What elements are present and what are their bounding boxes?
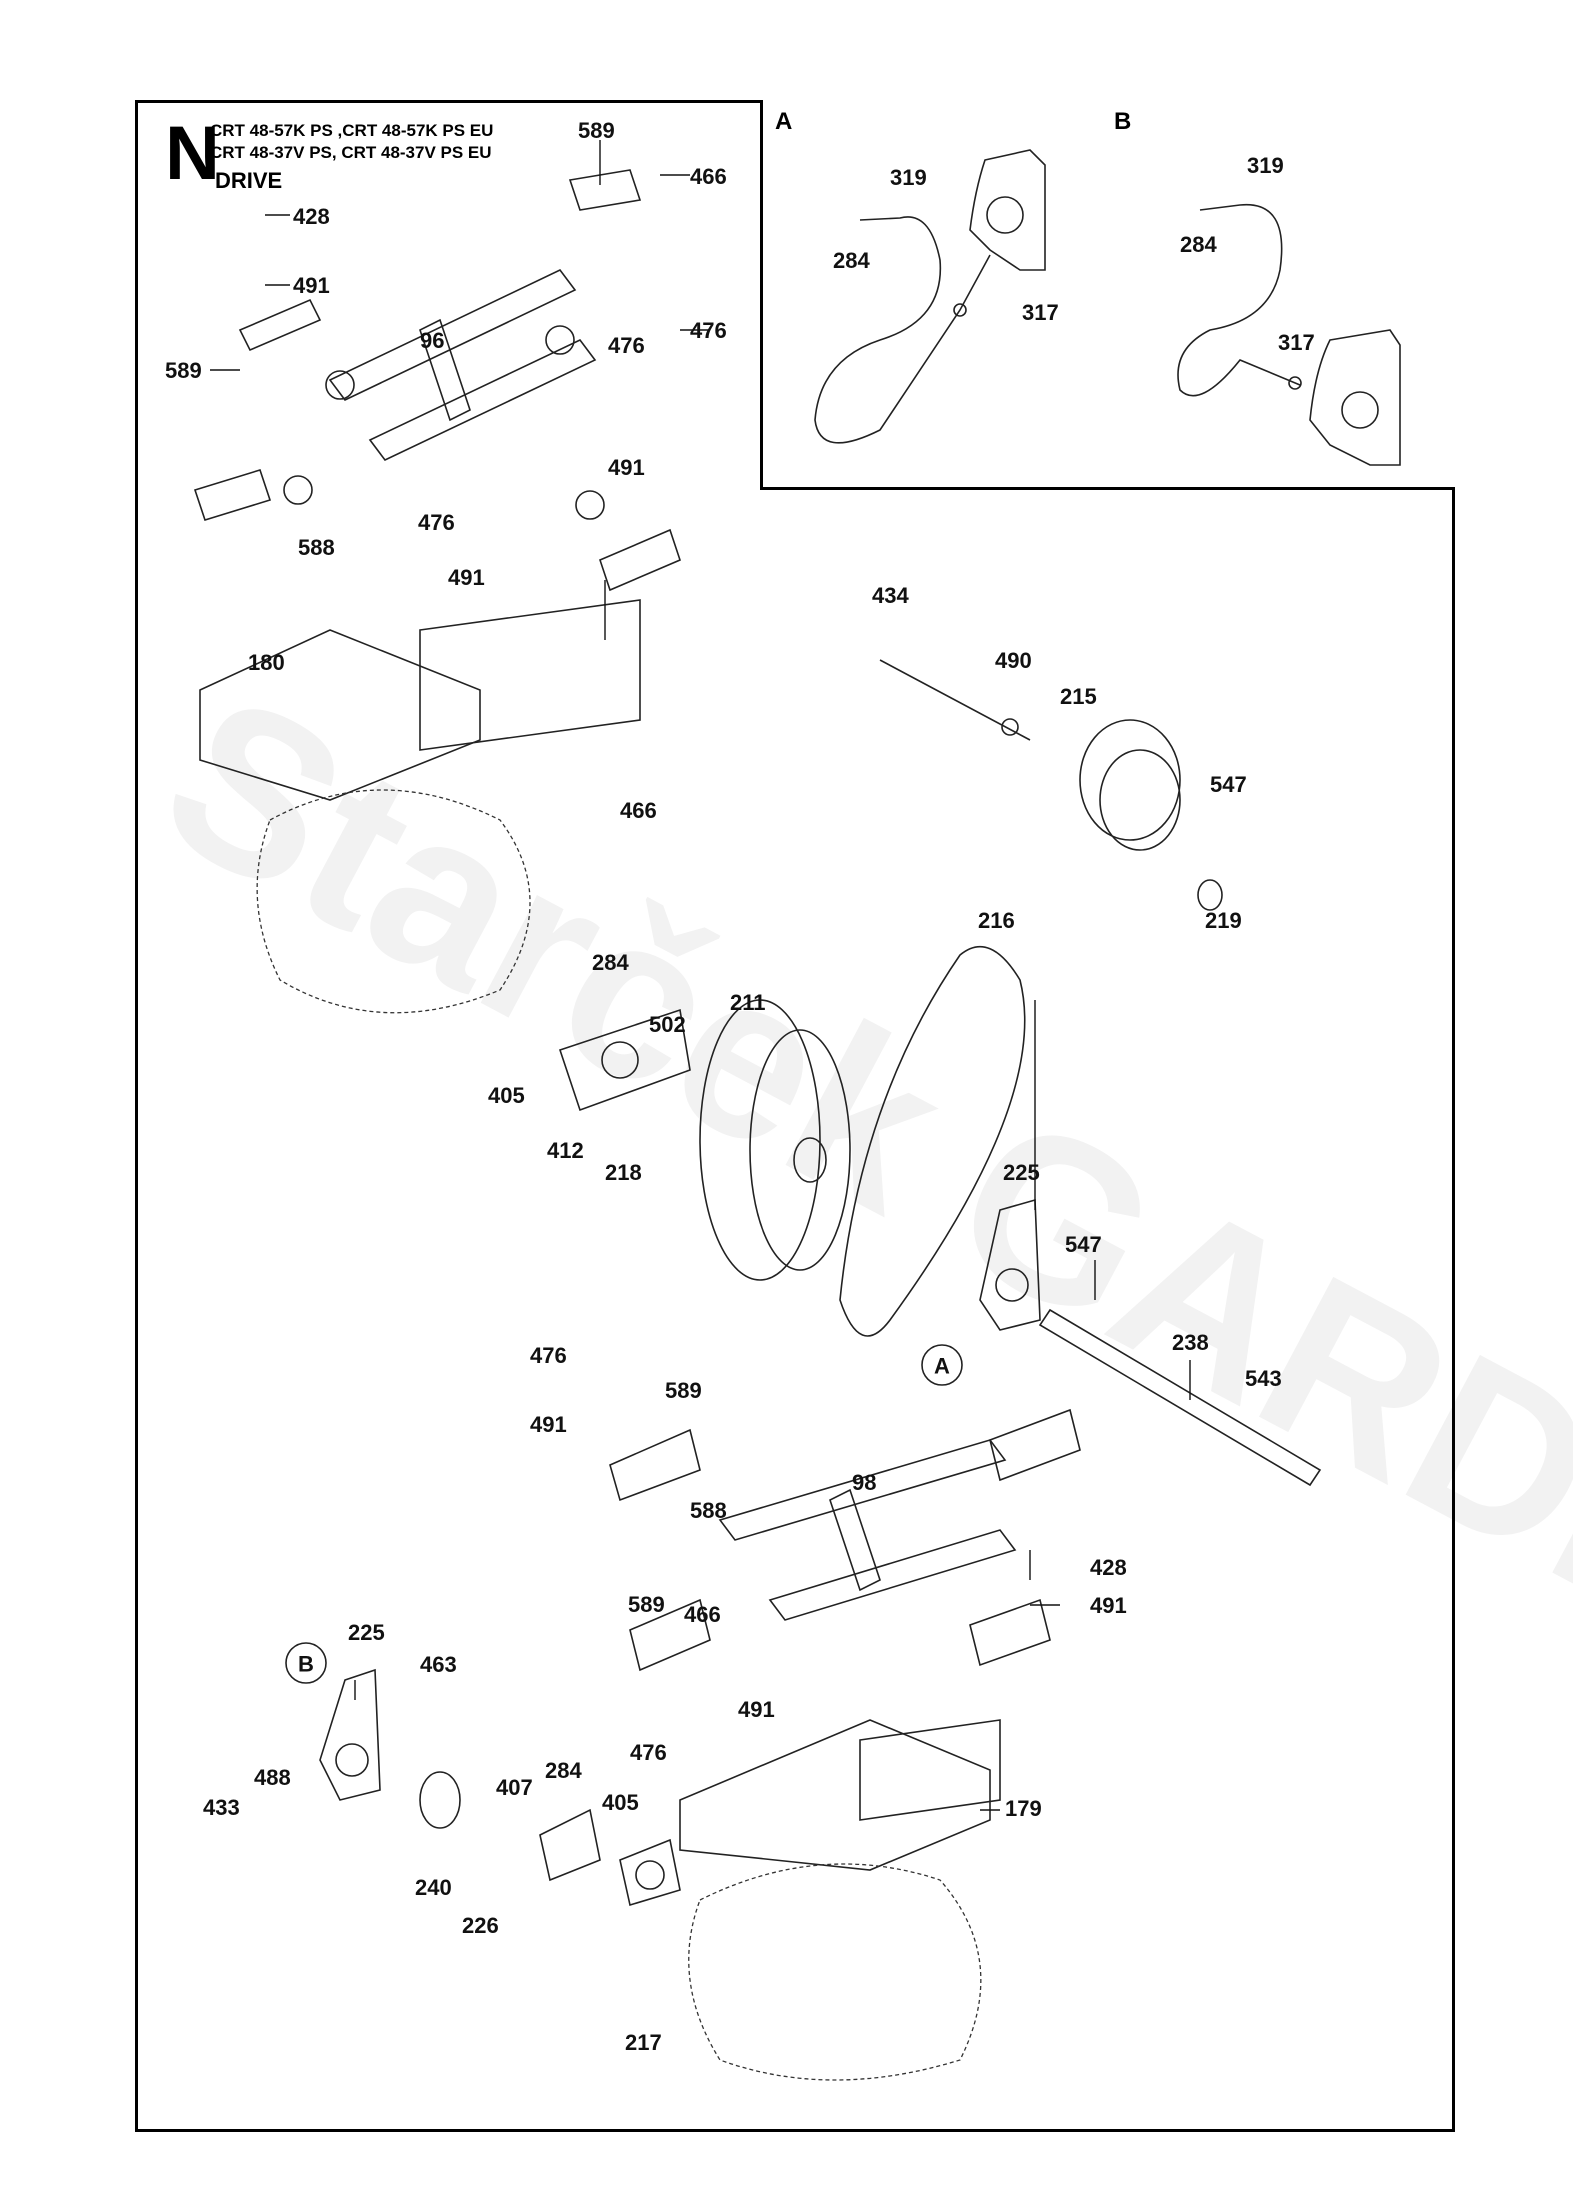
callout-476-b: 476 — [608, 333, 645, 358]
callout-466-b: 466 — [620, 798, 657, 823]
inset-b: B — [1102, 100, 1455, 490]
callout-589-left: 589 — [165, 358, 202, 383]
callout-405: 405 — [488, 1083, 525, 1108]
reference-circle-b: B — [285, 1642, 327, 1684]
callout-180: 180 — [248, 650, 285, 675]
section-name: DRIVE — [215, 168, 283, 193]
callout-284: 284 — [592, 950, 629, 975]
reference-circle-b-letter: B — [298, 1652, 314, 1677]
inset-b-cable — [1177, 203, 1401, 466]
callout-502: 502 — [649, 1012, 686, 1037]
callout-491-lower-b: 491 — [1090, 1593, 1127, 1618]
callout-238: 238 — [1172, 1330, 1209, 1355]
callout-491-lower: 491 — [530, 1412, 567, 1437]
callout-428-lower: 428 — [1090, 1555, 1127, 1580]
callout-215: 215 — [1060, 684, 1097, 709]
callout-476: 476 — [690, 318, 727, 343]
callout-589-lower: 589 — [665, 1378, 702, 1403]
callout-434: 434 — [872, 583, 909, 608]
callout-284-lower: 284 — [545, 1758, 582, 1783]
callout-490: 490 — [995, 648, 1032, 673]
callout-inset-a-319: 319 — [890, 165, 927, 190]
callout-inset-b-317: 317 — [1278, 330, 1315, 355]
callout-179: 179 — [1005, 1796, 1042, 1821]
callout-476-lower-b: 476 — [630, 1740, 667, 1765]
callout-218: 218 — [605, 1160, 642, 1185]
callout-405-lower: 405 — [602, 1790, 639, 1815]
callout-588: 588 — [298, 535, 335, 560]
callout-589: 589 — [578, 118, 615, 143]
callout-inset-a-317: 317 — [1022, 300, 1059, 325]
callout-491-b: 491 — [608, 455, 645, 480]
callout-225: 225 — [1003, 1160, 1040, 1185]
upper-axle-assembly — [193, 169, 681, 1014]
callout-216: 216 — [978, 908, 1015, 933]
callout-588-lower: 588 — [690, 1498, 727, 1523]
reference-circle-a: A — [921, 1344, 963, 1386]
callout-inset-b-284: 284 — [1180, 232, 1217, 257]
pulley-belt-assembly — [558, 659, 1322, 1487]
callout-226: 226 — [462, 1913, 499, 1938]
model-list: CRT 48-57K PS ,CRT 48-57K PS EU CRT 48-3… — [210, 120, 493, 164]
callout-488: 488 — [254, 1765, 291, 1790]
callout-476-c: 476 — [418, 510, 455, 535]
callout-547: 547 — [1210, 772, 1247, 797]
section-letter: N — [165, 111, 220, 196]
callout-491-c: 491 — [448, 565, 485, 590]
callout-inset-b-319: 319 — [1247, 153, 1284, 178]
callout-433: 433 — [203, 1795, 240, 1820]
lower-axle-assembly — [319, 1408, 1081, 2081]
callout-466-lower: 466 — [684, 1602, 721, 1627]
models-line-2: CRT 48-37V PS, CRT 48-37V PS EU — [210, 143, 492, 162]
callout-491-lower-c: 491 — [738, 1697, 775, 1722]
callout-491: 491 — [293, 273, 330, 298]
callout-219: 219 — [1205, 908, 1242, 933]
callout-407: 407 — [496, 1775, 533, 1800]
callout-589-lower-b: 589 — [628, 1592, 665, 1617]
callout-547-b: 547 — [1065, 1232, 1102, 1257]
callout-96: 96 — [420, 328, 444, 353]
inset-a-cable — [814, 149, 1046, 444]
callout-543: 543 — [1245, 1366, 1282, 1391]
callout-217: 217 — [625, 2030, 662, 2055]
callout-98: 98 — [852, 1470, 876, 1495]
callout-463: 463 — [420, 1652, 457, 1677]
callout-428: 428 — [293, 204, 330, 229]
callout-466: 466 — [690, 164, 727, 189]
callout-211: 211 — [730, 990, 766, 1015]
inset-b-letter: B — [1114, 108, 1132, 135]
inset-a-letter: A — [775, 108, 793, 135]
leader-lines — [210, 140, 1191, 1811]
reference-circle-a-letter: A — [934, 1354, 950, 1379]
models-line-1: CRT 48-57K PS ,CRT 48-57K PS EU — [210, 121, 494, 140]
callout-inset-a-284: 284 — [833, 248, 870, 273]
callout-225-lower: 225 — [348, 1620, 385, 1645]
callout-240: 240 — [415, 1875, 452, 1900]
callout-412: 412 — [547, 1138, 584, 1163]
callout-476-lower: 476 — [530, 1343, 567, 1368]
